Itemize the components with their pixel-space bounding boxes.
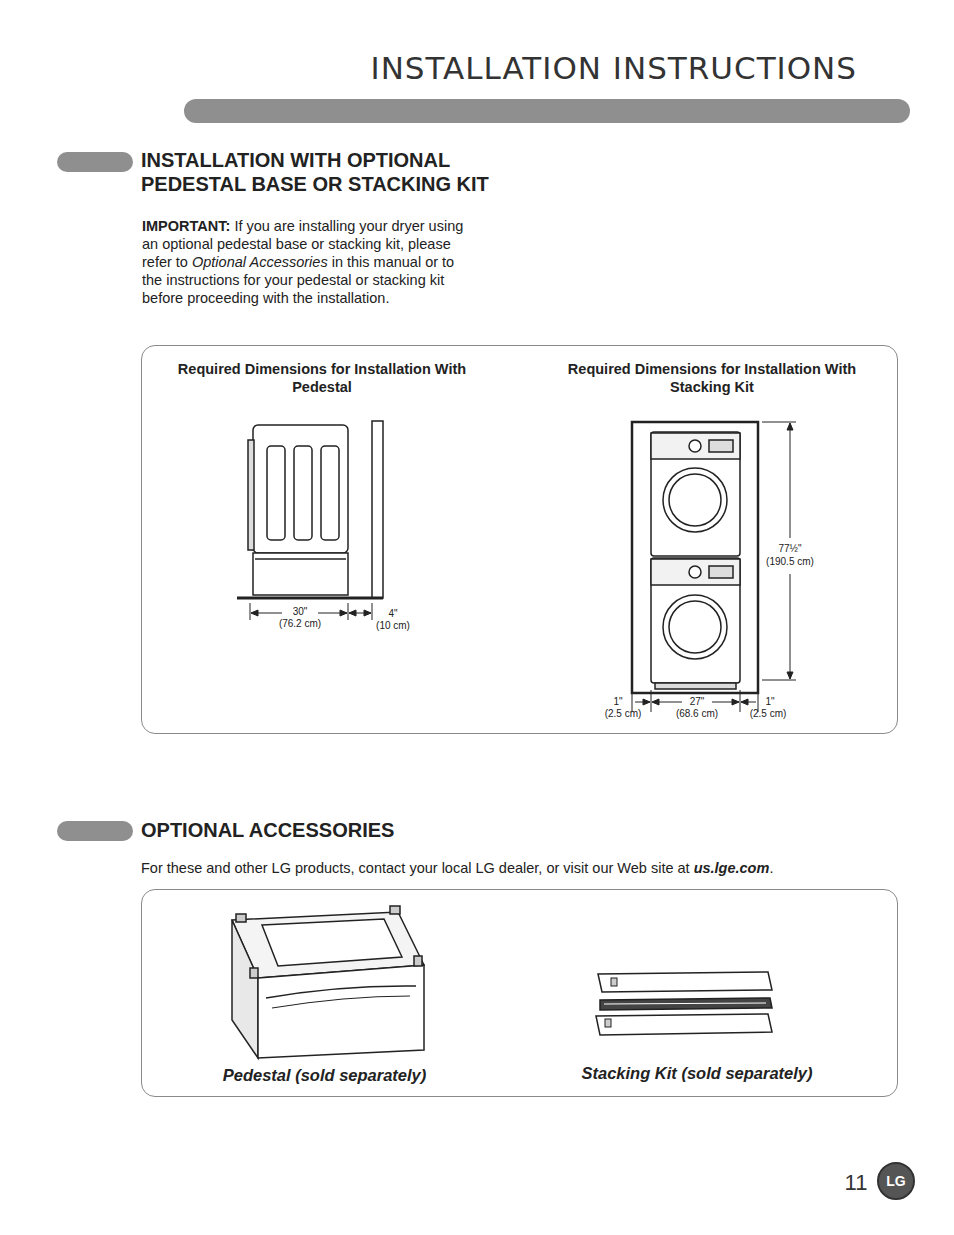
- panel-heading: Required Dimensions for Installation Wit…: [562, 360, 862, 396]
- dimension-label: 1": [603, 696, 633, 707]
- dryer-pedestal-drawing: [237, 421, 383, 598]
- page-title: INSTALLATION INSTRUCTIONS: [371, 50, 858, 86]
- dimension-lines: [632, 422, 796, 712]
- dimension-label: (2.5 cm): [593, 708, 653, 719]
- important-note-part: IMPORTANT:: [142, 218, 230, 234]
- contact-note: For these and other LG products, contact…: [141, 859, 901, 877]
- accessories-panel: Pedestal (sold separately) Stacking Kit (…: [141, 889, 898, 1097]
- important-note-part: Optional Accessories: [192, 254, 328, 270]
- stacking-kit-drawing: [596, 972, 772, 1035]
- section-pill: [57, 152, 133, 172]
- logo-text: LG: [886, 1173, 905, 1189]
- panel-heading: Required Dimensions for Installation Wit…: [172, 360, 472, 396]
- section-heading: OPTIONAL ACCESSORIES: [141, 818, 541, 842]
- accessory-caption: Stacking Kit (sold separately): [552, 1064, 842, 1083]
- pedestal-drawing: [232, 906, 424, 1058]
- dimension-label: (68.6 cm): [662, 708, 732, 719]
- page-number: 11: [836, 1170, 876, 1196]
- dimension-label: (10 cm): [363, 620, 423, 631]
- dimension-label: 77½": [760, 543, 820, 554]
- dimension-label: (76.2 cm): [270, 618, 330, 629]
- dimension-label: (190.5 cm): [755, 556, 825, 567]
- stacked-units-drawing: [632, 422, 758, 693]
- contact-note-part: us.lge.com: [694, 860, 770, 876]
- accessory-caption: Pedestal (sold separately): [182, 1066, 467, 1085]
- dimension-label: (2.5 cm): [738, 708, 798, 719]
- contact-note-part: .: [769, 860, 773, 876]
- contact-note-part: For these and other LG products, contact…: [141, 860, 690, 876]
- brand-logo: LG: [877, 1162, 915, 1200]
- header-bar: [184, 99, 910, 123]
- dimension-lines: [250, 603, 372, 620]
- dimensions-panel: Required Dimensions for Installation Wit…: [141, 345, 898, 734]
- dimension-label: 30": [270, 606, 330, 617]
- dimension-label: 4": [373, 608, 413, 619]
- dimension-label: 1": [755, 696, 785, 707]
- important-note: IMPORTANT: If you are installing your dr…: [142, 217, 474, 307]
- section-heading: INSTALLATION WITH OPTIONAL PEDESTAL BASE…: [141, 148, 501, 196]
- section-pill: [57, 821, 133, 841]
- dimension-label: 27": [672, 696, 722, 707]
